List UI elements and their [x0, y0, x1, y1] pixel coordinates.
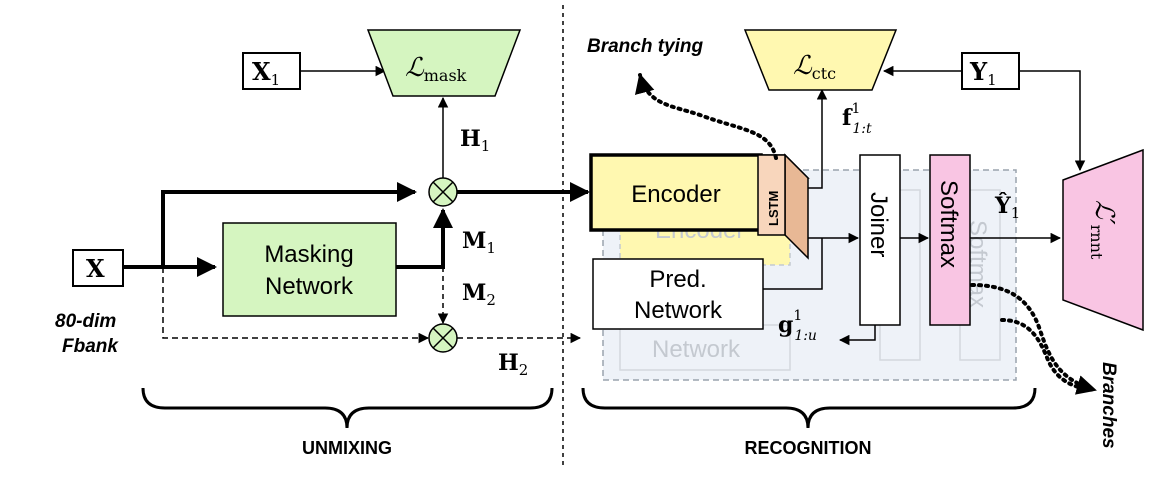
- multiply-node-1: [428, 177, 458, 207]
- branch-tying-arrow: [634, 73, 778, 160]
- pred-network-block: Pred. Network: [592, 258, 764, 330]
- unmixing-brace: [141, 387, 554, 429]
- input-x-box: X: [72, 249, 124, 287]
- branches-label: Branches: [1098, 362, 1119, 449]
- multiply-node-2: [428, 323, 458, 353]
- x-to-mult1-arrow: [161, 182, 417, 267]
- lstm-label: LSTM: [766, 191, 781, 226]
- y1-label: Y1: [969, 57, 997, 89]
- encoder-block: Encoder: [589, 153, 763, 232]
- mask-loss-block: ℒmask: [366, 29, 522, 97]
- joiner-block: Joiner: [859, 154, 901, 326]
- h1-label: H1: [460, 126, 490, 155]
- recognition-section-label: RECOGNITION: [744, 438, 871, 458]
- x-to-mult2-arrow: [162, 267, 430, 344]
- branch-tying-label: Branch tying: [587, 36, 704, 57]
- joiner-label: Joiner: [865, 192, 892, 257]
- ctc-loss-label: ℒctc: [793, 51, 836, 83]
- masking-network-block: Masking Network: [222, 222, 397, 317]
- branches-arrow-1: [970, 283, 1097, 395]
- input-x1-box: X1: [242, 52, 301, 90]
- masking-network-label-line1: Masking: [264, 241, 353, 268]
- ctc-loss-block: ℒctc: [743, 29, 898, 91]
- softmax-block: Softmax: [929, 154, 971, 326]
- encoder-label: Encoder: [631, 181, 720, 208]
- branches-arrow-2: [1000, 318, 1097, 392]
- masking-network-label-line2: Network: [265, 273, 354, 300]
- mask-loss-label: ℒmask: [405, 53, 467, 85]
- rnnt-loss-label: ℒ′rnnt: [1087, 200, 1119, 260]
- m2-label: M2: [462, 280, 496, 309]
- unmixing-section-label: UNMIXING: [302, 438, 392, 458]
- pred-network-label-line1: Pred.: [649, 266, 706, 293]
- encoder-ctc-connector: [808, 165, 823, 189]
- lstm-block: LSTM: [756, 153, 810, 260]
- x1-label: X1: [252, 57, 280, 89]
- input-y1-box: Y1: [961, 52, 1020, 90]
- masking-to-mult1-arrow: [396, 208, 453, 269]
- input-x-label: X: [86, 254, 105, 283]
- h2-label: H2: [498, 350, 528, 379]
- pred-network-label-line2: Network: [634, 297, 723, 324]
- recognition-brace: [581, 387, 1037, 429]
- pred-network-ghost-label: Network: [652, 336, 741, 363]
- pred-to-joiner-connector: [763, 238, 823, 290]
- yhat-label: Ŷ1: [994, 192, 1020, 222]
- fbank-label-line1: 80-dim: [55, 311, 116, 332]
- m1-label: M1: [462, 228, 496, 257]
- rnnt-loss-block: ℒ′rnnt: [1062, 148, 1144, 332]
- y1-to-rnnt-arrow: [1019, 70, 1086, 172]
- softmax-label: Softmax: [935, 180, 962, 268]
- fbank-label-line2: Fbank: [62, 336, 119, 357]
